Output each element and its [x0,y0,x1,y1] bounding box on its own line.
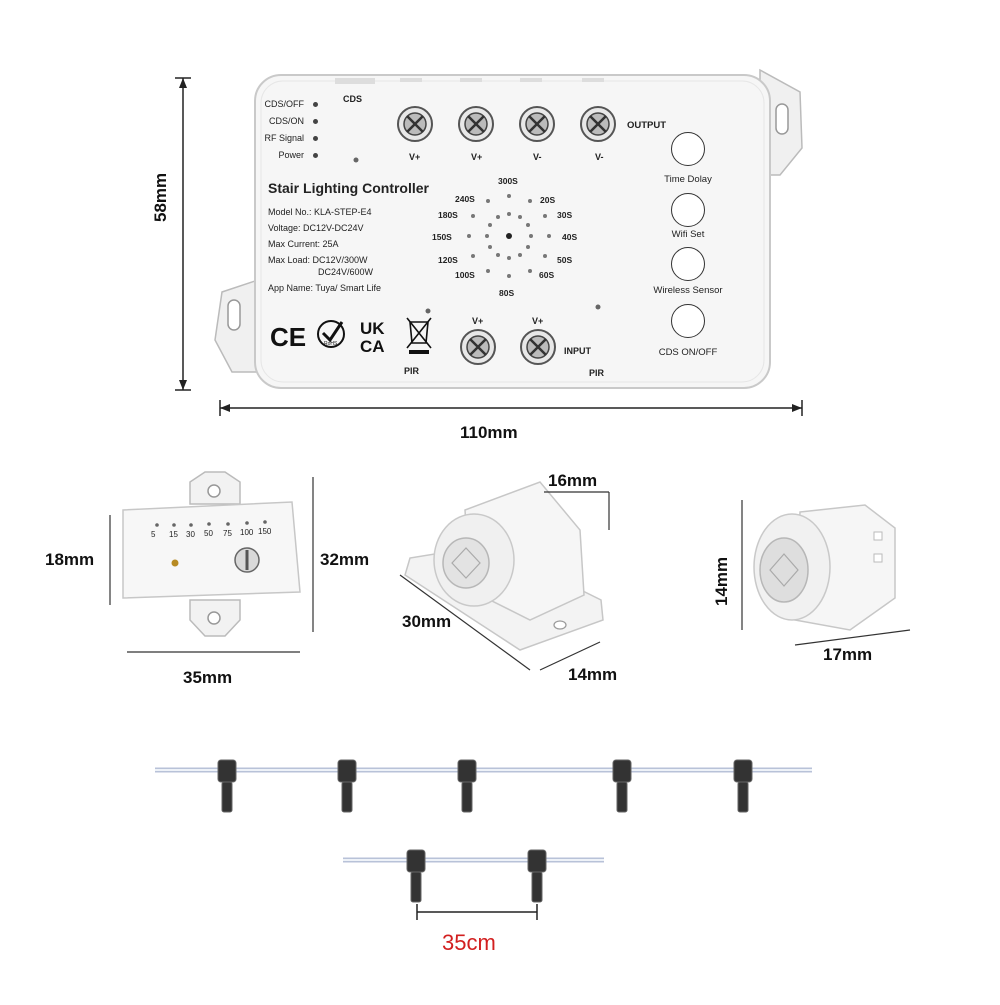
max-load-spec: Max Load: DC12V/300W [268,255,368,265]
round-sensor-width-line [794,629,911,646]
scale-label-15: 15 [169,530,178,539]
ce-mark-icon: CE [270,322,306,352]
output-terminal-label-3: V- [533,152,542,162]
time-delay-button-label: Time Dolay [664,174,712,185]
wireless-sensor-button [671,247,705,281]
output-terminal-label-2: V+ [471,152,483,162]
pir-mount-depth-label: 14mm [568,665,618,684]
round-sensor-image: 14mm 17mm [700,480,990,680]
output-terminal-1 [397,106,433,142]
svg-text:CE: CE [270,322,306,352]
sensor-box-inner-height-label: 18mm [45,550,95,569]
output-terminal-label-4: V- [595,152,604,162]
output-label: OUTPUT [627,120,667,131]
timer-label-300s: 300S [498,176,518,186]
round-sensor-drawing [741,500,911,646]
input-terminal-label-2: V+ [532,316,544,326]
wifi-set-button-label: Wifi Set [671,229,705,240]
width-dimension-line [219,400,803,416]
pir-mount-top-label: 16mm [548,471,598,490]
led-label-cds-off: CDS/OFF [264,99,305,109]
output-terminal-label-1: V+ [409,152,421,162]
led-cds-on [313,119,318,124]
weee-bin-icon [406,317,432,354]
input-terminal-2 [520,329,556,365]
controller-height-label: 58mm [151,172,170,222]
timer-dial [467,194,551,278]
scale-label-75: 75 [223,529,232,538]
pir-port-left-label: PIR [404,366,420,376]
led-label-rf-signal: RF Signal [264,133,304,143]
sensor-box-drawing [109,471,314,653]
pir-mount-depth-line [539,641,601,671]
time-delay-button [671,132,705,166]
cable-spacing-label: 35cm [442,930,496,955]
cds-label: CDS [343,94,363,104]
round-sensor-width-label: 17mm [823,645,873,664]
controller-title: Stair Lighting Controller [268,180,429,196]
timer-label-120s: 120S [438,255,458,265]
timer-label-150s: 150S [432,232,452,242]
cable-image: 35cm [0,740,1000,1000]
voltage-spec: Voltage: DC12V-DC24V [268,223,364,233]
max-current-spec: Max Current: 25A [268,239,339,249]
pir-mount-length-label: 30mm [402,612,452,631]
timer-label-30s: 30S [557,210,573,220]
timer-label-60s: 60S [539,270,555,280]
scale-label-150: 150 [258,527,272,536]
controller-width-label: 110mm [460,423,518,442]
sensor-box-height-label: 32mm [320,550,370,569]
app-name: App Name: Tuya/ Smart Life [268,283,382,293]
output-terminal-2 [458,106,494,142]
led-label-power: Power [278,150,304,160]
pir-mount-length-line [399,574,531,671]
model-number: Model No.: KLA-STEP-E4 [268,207,372,217]
rohs-mark-icon: RoHS [317,320,345,348]
led-cds-off [313,102,318,107]
led-power [313,153,318,158]
timer-label-50s: 50S [557,255,573,265]
input-label: INPUT [564,346,591,356]
wireless-sensor-button-label: Wireless Sensor [653,285,723,296]
pir-mount-top-line [544,491,610,530]
controller-drawing: CE RoHS UK CA [175,68,803,416]
scale-label-30: 30 [186,530,195,539]
scale-label-5: 5 [151,530,156,539]
scale-label-100: 100 [240,528,254,537]
pir-mount-image: 16mm 30mm 14mm [390,460,650,700]
timer-label-180s: 180S [438,210,458,220]
led-label-cds-on: CDS/ON [268,116,304,126]
input-terminal-1 [460,329,496,365]
sensor-box-width-label: 35mm [183,668,233,687]
timer-label-80s: 80S [499,288,515,298]
scale-label-50: 50 [204,529,213,538]
svg-text:CA: CA [360,337,385,356]
wifi-set-button [671,193,705,227]
height-dimension-line [175,77,191,391]
timer-label-20s: 20S [540,195,556,205]
cds-onoff-button [671,304,705,338]
pir-mount-drawing [399,481,610,671]
output-terminal-4 [580,106,616,142]
cable-drawing [155,759,812,920]
round-sensor-height-label: 14mm [712,556,731,606]
cable-spacing-line [416,904,538,920]
ukca-mark-icon: UK CA [360,319,385,356]
max-load-spec-2: DC24V/600W [318,267,374,277]
timer-label-240s: 240S [455,194,475,204]
svg-text:RoHS: RoHS [324,341,338,347]
input-terminal-label-1: V+ [472,316,484,326]
cds-onoff-button-label: CDS ON/OFF [658,347,718,358]
svg-text:UK: UK [360,319,385,338]
led-rf-signal [313,136,318,141]
timer-label-40s: 40S [562,232,578,242]
sensor-box-image: 5 15 30 50 75 100 150 18mm 32mm 35mm [0,460,369,700]
controller-image: CE RoHS UK CA [0,0,1000,450]
output-terminal-3 [519,106,555,142]
timer-label-100s: 100S [455,270,475,280]
pir-port-right-label: PIR [589,368,605,378]
